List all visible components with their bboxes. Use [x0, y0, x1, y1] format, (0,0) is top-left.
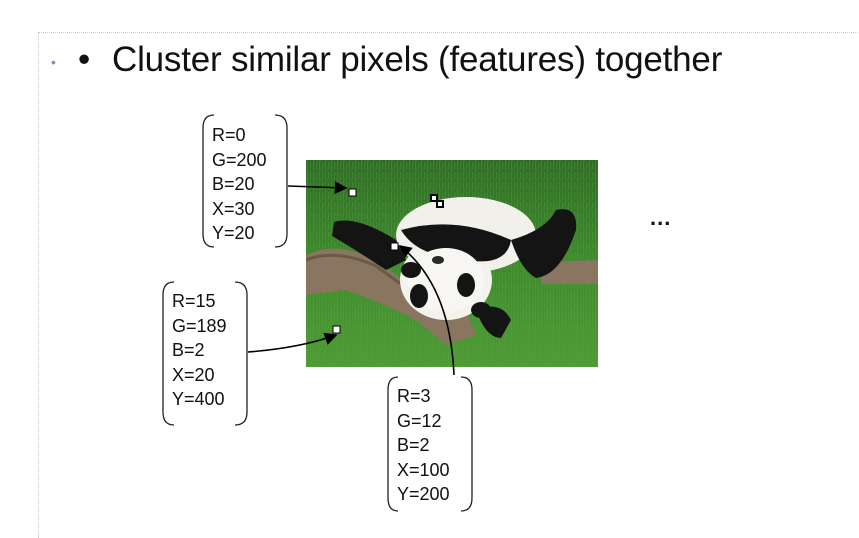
- feature-y: Y=400: [172, 389, 225, 409]
- slide-frame-left: [38, 32, 39, 538]
- feature-g: G=189: [172, 315, 227, 336]
- feature-x: X=30: [212, 198, 255, 219]
- slide-frame-top: [38, 32, 858, 33]
- pixel-marker-1: [348, 188, 357, 197]
- bracket-left-2: [162, 281, 175, 426]
- feature-g: G=12: [397, 410, 442, 431]
- feature-y: Y=20: [212, 223, 255, 243]
- arrow-box1-to-pixel: [287, 181, 348, 195]
- pixel-feature-box-1: R=0 G=200 B=20 X=30 Y=20: [203, 120, 267, 246]
- slide-marker-bullet: •: [51, 54, 56, 70]
- feature-r: R=15: [172, 291, 216, 311]
- pixel-marker-3: [390, 242, 399, 251]
- title-text: Cluster similar pixels (features) togeth…: [112, 40, 723, 79]
- feature-b: B=2: [397, 435, 430, 455]
- pixel-marker-5: [436, 200, 444, 208]
- pixel-feature-box-3: R=3 G=12 B=2 X=100 Y=200: [388, 381, 450, 507]
- bracket-right-1: [274, 114, 288, 248]
- panda-left-arm: [332, 220, 406, 270]
- feature-x: X=100: [397, 459, 450, 480]
- feature-b: B=2: [172, 340, 205, 360]
- feature-g: G=200: [212, 149, 267, 170]
- bracket-left-3: [387, 376, 399, 512]
- ellipsis-more: ...: [650, 205, 672, 230]
- tree-branch: [306, 248, 476, 345]
- panda-photo: [306, 160, 598, 367]
- slide-title: • Cluster similar pixels (features) toget…: [78, 40, 722, 80]
- feature-x: X=20: [172, 364, 215, 385]
- feature-b: B=20: [212, 174, 255, 194]
- bracket-left-1: [202, 114, 215, 248]
- arrow-box2-to-pixel: [247, 332, 338, 353]
- bracket-right-3: [460, 376, 473, 512]
- title-bullet: •: [78, 40, 91, 79]
- feature-y: Y=200: [397, 484, 450, 504]
- feature-r: R=0: [212, 125, 246, 145]
- feature-r: R=3: [397, 386, 431, 406]
- panda-right-leg: [511, 209, 577, 278]
- arrow-box3-to-pixel: [398, 245, 455, 376]
- pixel-feature-box-2: R=15 G=189 B=2 X=20 Y=400: [163, 286, 227, 412]
- pixel-marker-4: [430, 194, 438, 202]
- bracket-right-2: [234, 281, 248, 426]
